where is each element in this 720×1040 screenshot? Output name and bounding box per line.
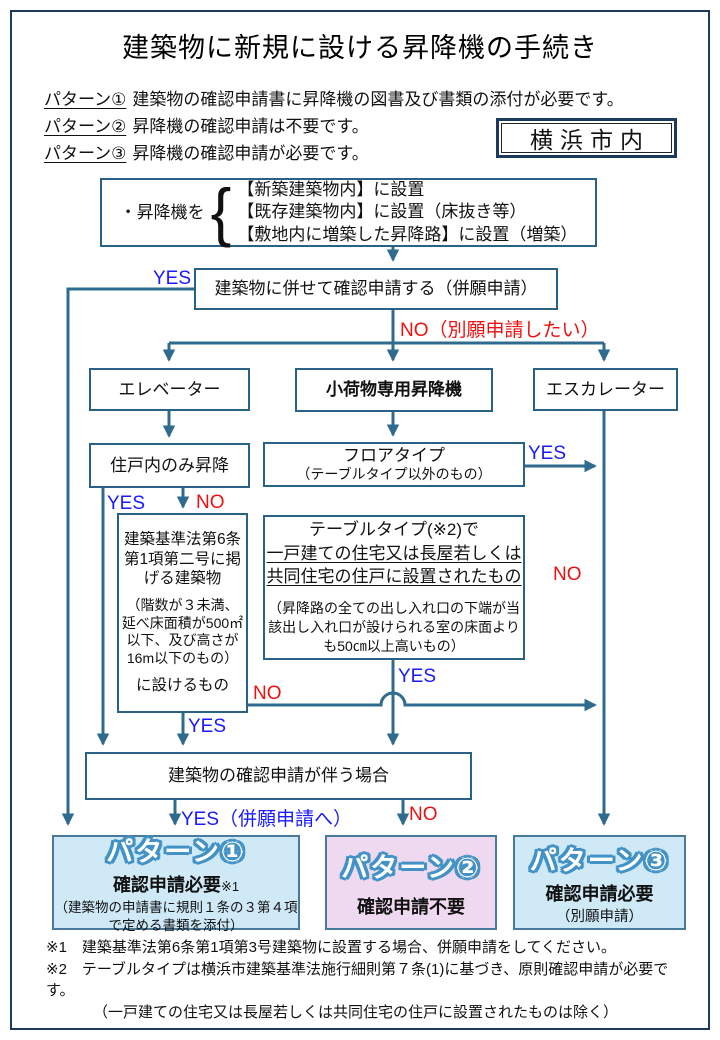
label-yes-floor-type: YES — [528, 443, 567, 464]
legend-label-1: パターン① — [44, 90, 127, 109]
label-yes-law-box: YES — [188, 716, 227, 737]
table-type-underline2: 共同住宅の住戸に設置されたもの — [266, 566, 522, 586]
page-border — [10, 10, 710, 1030]
table-type-underline1: 一戸建ての住宅又は長屋若しくは — [266, 543, 522, 563]
start-prefix: ・昇降機を — [119, 202, 205, 222]
label-yes-to-combined: YES（併願申請へ） — [181, 809, 353, 830]
region-badge: 横浜市内 — [496, 118, 677, 158]
legend: パターン① 建築物の確認申請書に昇降機の図書及び書類の添付が必要です。 パターン②… — [44, 86, 624, 167]
start-option-1: 【新築建築物内】に設置 — [237, 179, 425, 199]
result-pattern-1: パターン① 確認申請必要※1 （建築物の申請書に規則１条の３第４項で定める書類を… — [52, 835, 300, 933]
legend-text-2: 昇降機の確認申請は不要です。 — [132, 117, 369, 136]
label-yes-table-type: YES — [398, 666, 437, 687]
start-option-3: 【敷地内に増築した昇降路】に設置（増築） — [237, 224, 578, 244]
legend-label-3: パターン③ — [44, 144, 127, 163]
legend-item-2: パターン② 昇降機の確認申請は不要です。 — [44, 113, 624, 140]
pattern3-header: パターン③ — [529, 845, 670, 876]
pattern2-header: パターン② — [341, 853, 481, 883]
footnote-2: ※2 テーブルタイプは横浜市建築基準法施行細則第７条(1)に基づき、原則確認申請… — [46, 960, 669, 1000]
label-no-separate-application: NO（別願申請したい） — [400, 320, 600, 341]
result-pattern-3: パターン③ 確認申請必要 （別願申請） — [513, 835, 686, 930]
node-dumbwaiter: 小荷物専用昇降機 — [295, 368, 493, 412]
node-combined-application: 建築物に併せて確認申請する（併願申請） — [194, 268, 558, 310]
footnote-1: ※1 建築基準法第6条第1項第3号建築物に設置する場合、併願申請をしてください。 — [46, 939, 617, 956]
pattern2-main: 確認申請不要 — [357, 897, 465, 917]
footnotes: ※1 建築基準法第6条第1項第3号建築物に設置する場合、併願申請をしてください。… — [46, 937, 696, 1023]
node-table-type: テーブルタイプ(※2)で 一戸建ての住宅又は長屋若しくは 共同住宅の住戸に設置さ… — [263, 515, 525, 660]
label-no-law-box: NO — [253, 683, 282, 704]
law-line2: （階数が３未満、延べ床面積が500㎡以下、及び高さが16m以下のもの） — [121, 597, 244, 666]
pattern1-main: 確認申請必要※1 — [113, 871, 239, 897]
pattern1-sub: （建築物の申請書に規則１条の３第４項で定める書類を添付） — [54, 900, 298, 933]
node-floor-type: フロアタイプ （テーブルタイプ以外のもの） — [263, 442, 525, 487]
page-title: 建築物に新規に設ける昇降機の手続き — [122, 33, 598, 63]
law-line3: に設けるもの — [135, 677, 229, 695]
node-escalator: エスカレーター — [533, 368, 678, 411]
node-dwelling-only: 住戸内のみ昇降 — [89, 443, 250, 488]
floor-type-line1: フロアタイプ — [343, 445, 445, 465]
start-option-2: 【既存建築物内】に設置（床抜き等） — [237, 202, 527, 222]
node-law-article6: 建築基準法第6条第1項第二号に掲げる建築物 （階数が３未満、延べ床面積が500㎡… — [117, 513, 248, 713]
law-line1: 建築基準法第6条第1項第二号に掲げる建築物 — [123, 531, 242, 587]
legend-item-1: パターン① 建築物の確認申請書に昇降機の図書及び書類の添付が必要です。 — [44, 86, 624, 113]
label-no-dwelling: NO — [196, 492, 225, 513]
table-type-note: （昇降路の全ての出し入れ口の下端が当該出し入れ口が設けられる室の床面よりも50㎝… — [268, 600, 520, 654]
floor-type-line2: （テーブルタイプ以外のもの） — [296, 466, 492, 483]
pattern3-sub: （別願申請） — [556, 908, 643, 925]
node-elevator: エレベーター — [89, 368, 250, 411]
label-yes-dwelling: YES — [107, 493, 146, 514]
legend-item-3: パターン③ 昇降機の確認申請が必要です。 — [44, 140, 624, 167]
node-with-building-application: 建築物の確認申請が伴う場合 — [85, 752, 472, 800]
legend-text-3: 昇降機の確認申請が必要です。 — [132, 144, 369, 163]
label-no-building-app: NO — [409, 804, 438, 825]
table-type-line1: テーブルタイプ(※2)で — [308, 520, 479, 540]
result-pattern-2: パターン② 確認申請不要 — [325, 835, 497, 930]
pattern1-main-text: 確認申請必要 — [112, 875, 221, 896]
pattern3-main: 確認申請必要 — [545, 883, 654, 904]
label-yes-combined-left: YES — [153, 268, 192, 289]
pattern1-main-suffix: ※1 — [220, 879, 240, 895]
node-start: ・昇降機を { 【新築建築物内】に設置 【既存建築物内】に設置（床抜き等） 【敷… — [100, 178, 597, 247]
brace-glyph: { — [210, 175, 232, 249]
pattern1-header: パターン① — [106, 837, 246, 868]
label-no-table-type: NO — [553, 564, 582, 585]
legend-label-2: パターン② — [44, 117, 127, 136]
footnote-3: （一戸建ての住宅又は長屋若しくは共同住宅の住戸に設置されたものは除く） — [93, 1003, 619, 1021]
legend-text-1: 建築物の確認申請書に昇降機の図書及び書類の添付が必要です。 — [132, 90, 624, 109]
